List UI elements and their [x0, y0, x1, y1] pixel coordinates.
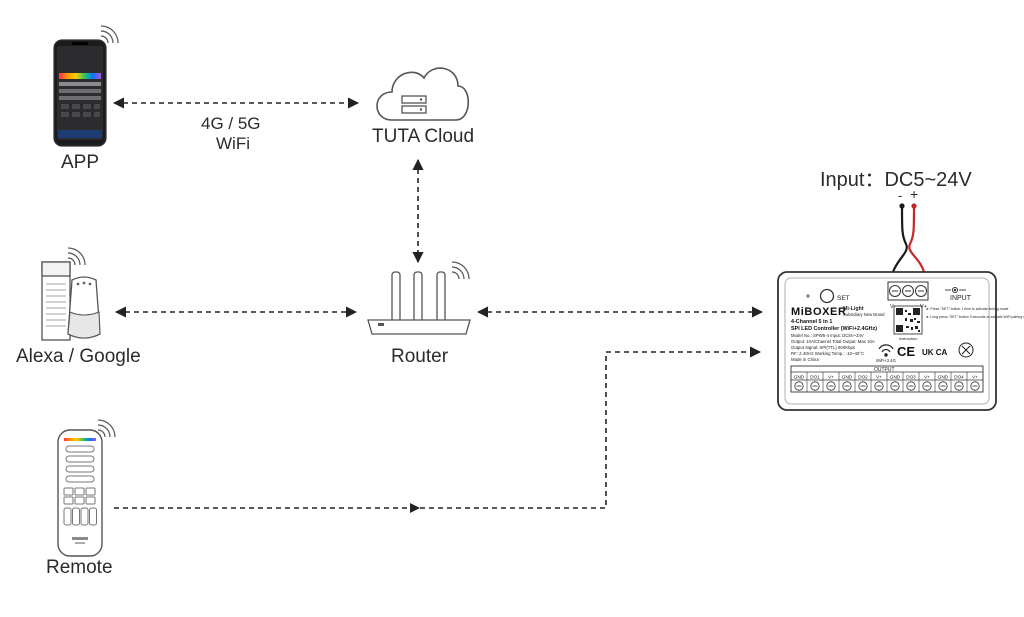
label-cloud: TUTA Cloud	[372, 126, 475, 147]
label-app: APP	[61, 152, 100, 173]
label-input-voltage: Input：DC5~24V	[820, 169, 972, 191]
wire-end-plus	[911, 203, 917, 209]
phone-device	[53, 39, 107, 147]
output-pin-cells	[806, 372, 968, 392]
smart-speaker-device	[41, 261, 101, 341]
output-pin-labels: GND DO1 V+ GND DO2 V+ GND DO3 V+ GND DO4 V+	[794, 375, 978, 380]
connectors	[112, 97, 764, 509]
output-screw-row	[794, 381, 980, 391]
set-button	[819, 288, 835, 304]
label-plus: +	[910, 186, 919, 202]
arrowhead-midway	[410, 503, 420, 513]
connector-remote-controller	[114, 346, 762, 509]
remote-wifi-icon	[97, 419, 116, 438]
wifi-label: WiFi+2.4G	[876, 358, 896, 363]
output-pin-label: V+	[876, 375, 882, 380]
spec-line: Made in China	[791, 357, 819, 362]
output-pin-label: DO4	[954, 375, 964, 380]
output-label: OUTPUT	[874, 367, 895, 373]
speaker-wifi-icon	[67, 247, 86, 266]
spec-line: Output: 10A/Channel Total Output: Max 10…	[791, 339, 875, 344]
controller-wifi-icon	[878, 344, 894, 357]
set-label: SET	[837, 295, 850, 302]
output-pin-label: GND	[890, 375, 901, 380]
brand-logo: MiBOXER	[791, 306, 847, 318]
phone-wifi-icon	[100, 25, 119, 44]
label-network: 4G / 5G	[201, 114, 261, 133]
sub-brand: Mi-Light	[843, 306, 864, 312]
output-pin-label: V+	[972, 375, 978, 380]
spec-line: Output Signal: SPI(TTL) 800Kbps	[791, 345, 855, 350]
ukca-mark: UK CA	[922, 348, 948, 357]
output-pin-label: GND	[842, 375, 853, 380]
output-pin-label: DO2	[858, 375, 868, 380]
output-pin-label: V+	[924, 375, 930, 380]
output-pin-label: DO1	[810, 375, 820, 380]
label-router: Router	[391, 346, 449, 367]
cloud-icon	[376, 67, 470, 121]
label-minus: -	[898, 188, 903, 203]
controller-title-1: 4-Channel 5 in 1	[791, 319, 832, 325]
spec-line: RF: 2.4GHz Working Temp.: -10~40°C	[791, 351, 864, 356]
terminal-label-vminus: V-	[890, 304, 895, 310]
ce-mark: CE	[897, 344, 915, 359]
input-label: INPUT	[950, 295, 972, 302]
controller-title-2: SPI LED Controller (WiFi+2.4GHz)	[791, 326, 877, 332]
spec-line: Model No.: SPW5-4 Input: DC5V~24V	[791, 333, 864, 338]
label-remote: Remote	[46, 557, 113, 578]
remote-device	[57, 429, 103, 557]
output-pin-label: DO3	[906, 375, 916, 380]
label-assistants: Alexa / Google	[16, 346, 141, 367]
router-wifi-icon	[451, 261, 470, 280]
output-pin-label: GND	[938, 375, 949, 380]
label-wifi: WiFi	[216, 134, 250, 153]
instruction-note: ► Press "SET" button 1 time to activate …	[926, 307, 1024, 319]
output-pin-label: GND	[794, 375, 805, 380]
output-pin-label: V+	[828, 375, 834, 380]
wire-end-minus	[899, 203, 905, 209]
instruction-label: Instruction	[899, 336, 917, 341]
weee-icon	[958, 342, 974, 358]
router-device	[367, 271, 471, 335]
led-controller	[777, 271, 997, 411]
controller-text: SET INPUT V- V+ MiBOXER Mi-Light Subsidi…	[791, 295, 1024, 373]
indicator-led	[806, 294, 810, 298]
power-wires	[891, 205, 926, 273]
qr-code	[893, 305, 923, 335]
sub-brand-note: Subsidiary New Brand	[843, 312, 885, 317]
terminal-label-vplus: V+	[920, 304, 927, 310]
